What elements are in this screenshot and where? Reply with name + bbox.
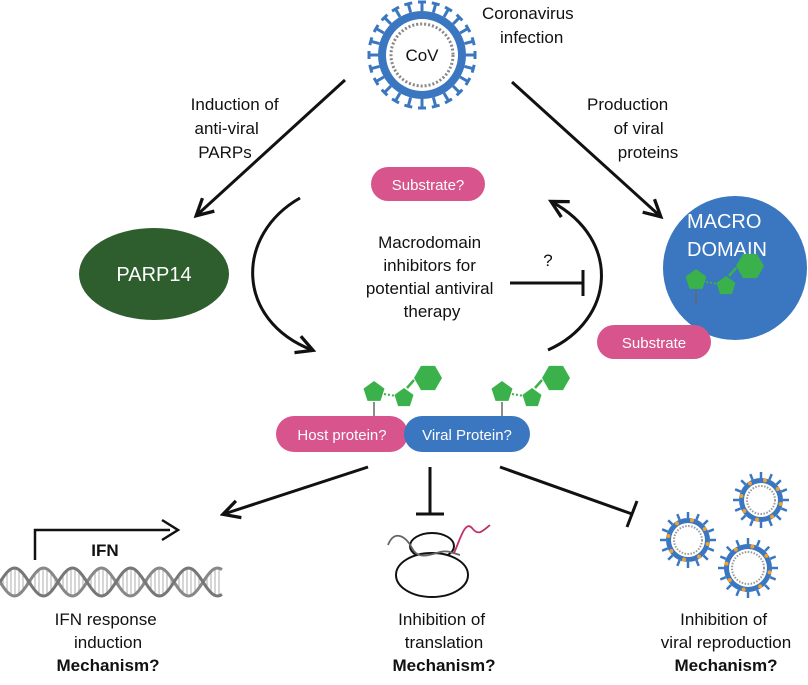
viral-protein-pill bbox=[404, 416, 530, 452]
viral-protein-label: Viral Protein? bbox=[422, 427, 512, 444]
induction-arrow bbox=[197, 78, 347, 215]
virus-label: CoV bbox=[405, 46, 439, 65]
production-arrow bbox=[510, 80, 660, 216]
production-label: Production of viral proteins bbox=[587, 95, 678, 162]
outcome-translation-label: Inhibition of translation bbox=[398, 610, 490, 652]
host-protein-label: Host protein? bbox=[297, 427, 386, 444]
mrna-strand bbox=[387, 535, 461, 557]
parp14-label: PARP14 bbox=[116, 264, 191, 286]
induction-label: Induction of anti-viral PARPs bbox=[191, 95, 284, 162]
promoter-arrowhead bbox=[161, 518, 181, 542]
outcome-ifn-label: IFN response induction bbox=[55, 610, 162, 652]
host-protein-pill bbox=[276, 416, 408, 452]
viral-adp-ribose-icon bbox=[491, 365, 570, 416]
substrate-query-label: Substrate? bbox=[392, 177, 465, 194]
outcome-translation-mechanism: Mechanism? bbox=[393, 656, 496, 675]
nascent-peptide bbox=[453, 524, 491, 554]
right-cycle-arrow bbox=[547, 202, 603, 352]
host-adp-ribose-icon bbox=[363, 365, 442, 416]
ifn-gene-label: IFN bbox=[91, 541, 118, 560]
infection-label: Coronavirus infection bbox=[482, 4, 578, 47]
outcome-reproduction-label: Inhibition of viral reproduction bbox=[661, 610, 791, 652]
outcome-reproduction-mechanism: Mechanism? bbox=[675, 656, 778, 675]
adp-ribose-icon bbox=[685, 253, 764, 304]
viral-particles-icon bbox=[660, 472, 789, 598]
coronavirus-particle: CoV bbox=[367, 0, 477, 110]
promoter-line bbox=[33, 528, 170, 560]
macrodomain-node: MACRO DOMAIN Substrate bbox=[597, 196, 807, 359]
inhibitor-question-mark: ? bbox=[543, 251, 552, 270]
ifn-outcome-arrow bbox=[224, 465, 369, 514]
virus-rna-coil bbox=[389, 22, 455, 88]
macrodomain-substrate-label: Substrate bbox=[622, 335, 686, 352]
ifn-gene-icon: IFN bbox=[0, 518, 223, 598]
left-cycle-arrow bbox=[251, 196, 312, 350]
substrate-query-pill bbox=[371, 167, 485, 201]
dna-helix-icon bbox=[0, 566, 223, 598]
outcome-ifn-mechanism: Mechanism? bbox=[57, 656, 160, 675]
macrodomain-substrate-pill bbox=[597, 325, 711, 359]
virus-core bbox=[396, 29, 448, 81]
ribosome-icon bbox=[387, 524, 491, 598]
reproduction-inhibition-bar bbox=[625, 500, 639, 528]
reproduction-inhibition-line bbox=[499, 465, 633, 516]
inhibitors-label: Macrodomain inhibitors for potential ant… bbox=[366, 233, 498, 321]
parp14-node bbox=[79, 228, 229, 320]
